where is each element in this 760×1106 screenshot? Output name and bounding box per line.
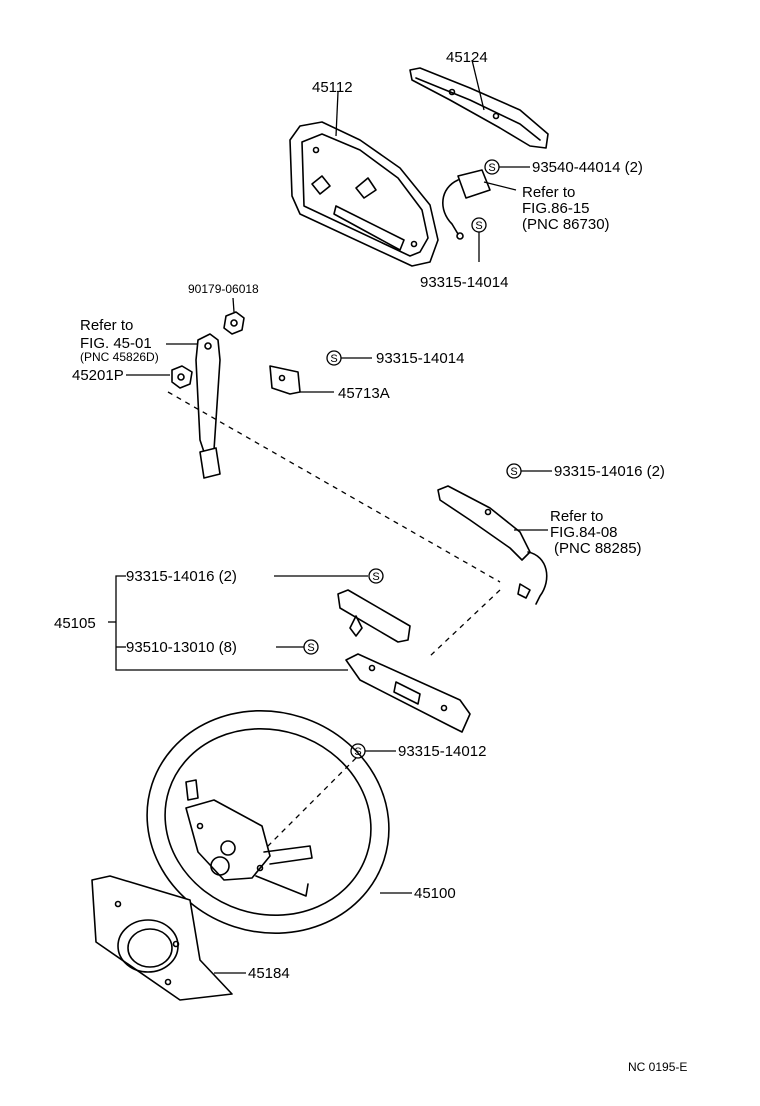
s-symbol-93315-14016-right: S	[506, 463, 522, 479]
s-symbol-93540: S	[484, 159, 500, 175]
label-refer-to-2: Refer to	[80, 317, 133, 334]
label-pnc-88285: (PNC 88285)	[554, 540, 642, 557]
steering-wheel-45100-drawing	[146, 709, 390, 935]
label-93315-14012: 93315-14012	[398, 743, 486, 760]
bracket-45713a-drawing	[269, 365, 301, 395]
label-fig-84-08: FIG.84-08	[550, 524, 618, 541]
horn-wire-drawing	[442, 169, 491, 240]
label-93315-14016-right: 93315-14016 (2)	[554, 463, 665, 480]
svg-text:S: S	[307, 642, 314, 654]
svg-text:S: S	[488, 162, 495, 174]
label-93315-14014-mid: 93315-14014	[376, 350, 464, 367]
s-symbol-93315-14012: S	[350, 743, 366, 759]
label-45124: 45124	[446, 49, 488, 66]
label-45201p: 45201P	[72, 367, 124, 384]
column-arm-drawing	[195, 333, 221, 479]
label-pnc-86730: (PNC 86730)	[522, 216, 610, 233]
label-93315-14014-top: 93315-14014	[420, 274, 508, 291]
s-symbol-93315-14014-mid: S	[326, 350, 342, 366]
s-symbol-93510: S	[303, 639, 319, 655]
s-symbol-93315-14014-top: S	[471, 217, 487, 233]
s-symbol-93315-14016-left: S	[368, 568, 384, 584]
cover-45184-drawing	[91, 875, 233, 1001]
nut-90179-drawing	[223, 311, 245, 335]
bracket-45105-drawing	[337, 589, 471, 733]
label-pnc-45826d: (PNC 45826D)	[80, 350, 159, 364]
nut-45201p-drawing	[171, 365, 193, 389]
label-45184: 45184	[248, 965, 290, 982]
svg-text:S: S	[372, 571, 379, 583]
label-93540-44014: 93540-44014 (2)	[532, 159, 643, 176]
label-fig-86-15: FIG.86-15	[522, 200, 590, 217]
svg-text:S: S	[475, 220, 482, 232]
part-45112-drawing	[289, 121, 439, 267]
svg-text:S: S	[510, 466, 517, 478]
label-93315-14016-left: 93315-14016 (2)	[126, 568, 237, 585]
part-45124-drawing	[409, 67, 549, 149]
label-fig-45-01: FIG. 45-01	[80, 335, 152, 352]
drawing-code: NC 0195-E	[628, 1060, 687, 1074]
label-45713a: 45713A	[338, 385, 390, 402]
label-45100: 45100	[414, 885, 456, 902]
label-45105: 45105	[54, 615, 96, 632]
horn-contact-drawing	[437, 485, 548, 605]
label-refer-to-1: Refer to	[522, 184, 575, 201]
label-90179-06018: 90179-06018	[188, 282, 259, 296]
label-93510-13010: 93510-13010 (8)	[126, 639, 237, 656]
label-refer-to-3: Refer to	[550, 508, 603, 525]
svg-text:S: S	[330, 353, 337, 365]
label-45112: 45112	[312, 79, 353, 96]
